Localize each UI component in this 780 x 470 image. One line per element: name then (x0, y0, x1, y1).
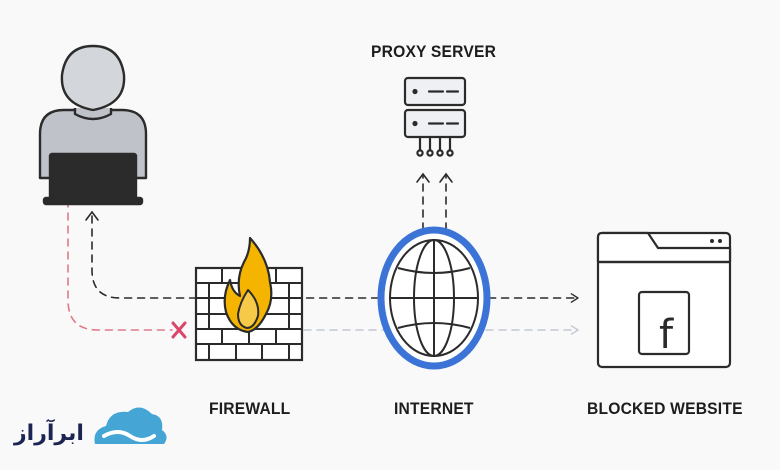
logo-wordmark: ابرآراز (14, 421, 84, 446)
blocked-website-label: BLOCKED WEBSITE (587, 399, 743, 418)
blocked-path-line (67, 199, 173, 331)
user-at-laptop-icon (38, 44, 148, 206)
user-neck (73, 108, 113, 121)
connection-paths (67, 172, 579, 335)
brick-wall-with-flame-icon (194, 236, 304, 362)
laptop-base (42, 196, 144, 206)
cloud-icon (94, 407, 167, 444)
server-rack-icon (403, 76, 467, 157)
browser-window-icon: f (596, 231, 732, 369)
laptop-screen (48, 152, 138, 202)
user-head (60, 44, 126, 112)
internet-label: INTERNET (394, 399, 474, 418)
return-arrow-head (85, 210, 99, 221)
website-logo-letter: f (659, 312, 674, 358)
proxy-arrow-head-left (416, 172, 430, 183)
red-x-icon (171, 321, 187, 339)
firewall-label: FIREWALL (209, 399, 291, 418)
allowed-path-line (91, 215, 579, 303)
globe-icon (377, 226, 491, 370)
proxy-arrow-head-right (439, 172, 453, 183)
flame-icon (223, 236, 273, 334)
proxy-server-label: PROXY SERVER (371, 42, 497, 61)
